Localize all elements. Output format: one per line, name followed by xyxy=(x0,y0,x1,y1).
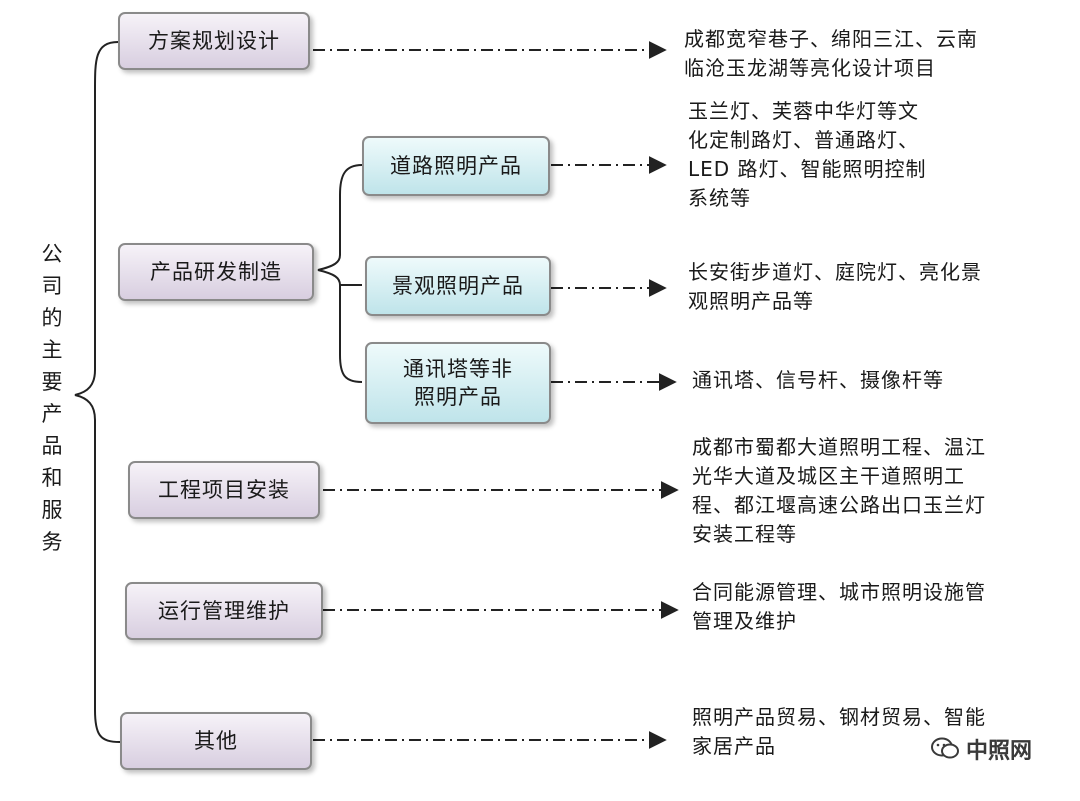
root-label-char: 务 xyxy=(41,530,63,554)
root-label-char: 主 xyxy=(41,338,63,362)
node-tongxun: 通讯塔等非 照明产品 xyxy=(365,342,551,424)
node-jingguan: 景观照明产品 xyxy=(365,256,551,316)
node-daolu: 道路照明产品 xyxy=(362,136,550,196)
node-gongcheng: 工程项目安装 xyxy=(128,461,320,519)
desc-tongxun: 通讯塔、信号杆、摄像杆等 xyxy=(692,368,944,392)
desc-qita: 照明产品贸易、钢材贸易、智能 家居产品 xyxy=(692,705,986,758)
desc-jingguan: 长安街步道灯、庭院灯、亮化景 观照明产品等 xyxy=(688,260,982,313)
node-yunxing: 运行管理维护 xyxy=(125,582,323,640)
root-label-char: 产 xyxy=(41,402,63,426)
node-qita: 其他 xyxy=(120,712,312,770)
root-label-char: 司 xyxy=(41,274,63,298)
desc-gongcheng: 成都市蜀都大道照明工程、温江 光华大道及城区主干道照明工 程、都江堰高速公路出口… xyxy=(692,435,986,546)
desc-daolu: 玉兰灯、芙蓉中华灯等文 化定制路灯、普通路灯、 LED 路灯、智能照明控制 系统… xyxy=(688,99,927,210)
watermark-text: 中照网 xyxy=(966,739,1033,764)
root-label-char: 公 xyxy=(41,242,63,266)
wechat-icon xyxy=(931,737,959,759)
root-brace xyxy=(74,41,121,743)
node-fangan: 方案规划设计 xyxy=(118,12,310,70)
node-chanpin: 产品研发制造 xyxy=(118,243,314,301)
product-brace xyxy=(317,164,363,383)
watermark: 中照网 xyxy=(930,733,1032,765)
desc-fangan: 成都宽窄巷子、绵阳三江、云南 临沧玉龙湖等亮化设计项目 xyxy=(684,27,978,80)
root-label-char: 品 xyxy=(41,434,63,458)
root-label-char: 的 xyxy=(41,306,63,330)
root-label-char: 和 xyxy=(41,466,63,490)
root-label-char: 要 xyxy=(41,370,63,394)
desc-yunxing: 合同能源管理、城市照明设施管 管理及维护 xyxy=(692,580,986,633)
root-label-char: 服 xyxy=(41,498,63,522)
